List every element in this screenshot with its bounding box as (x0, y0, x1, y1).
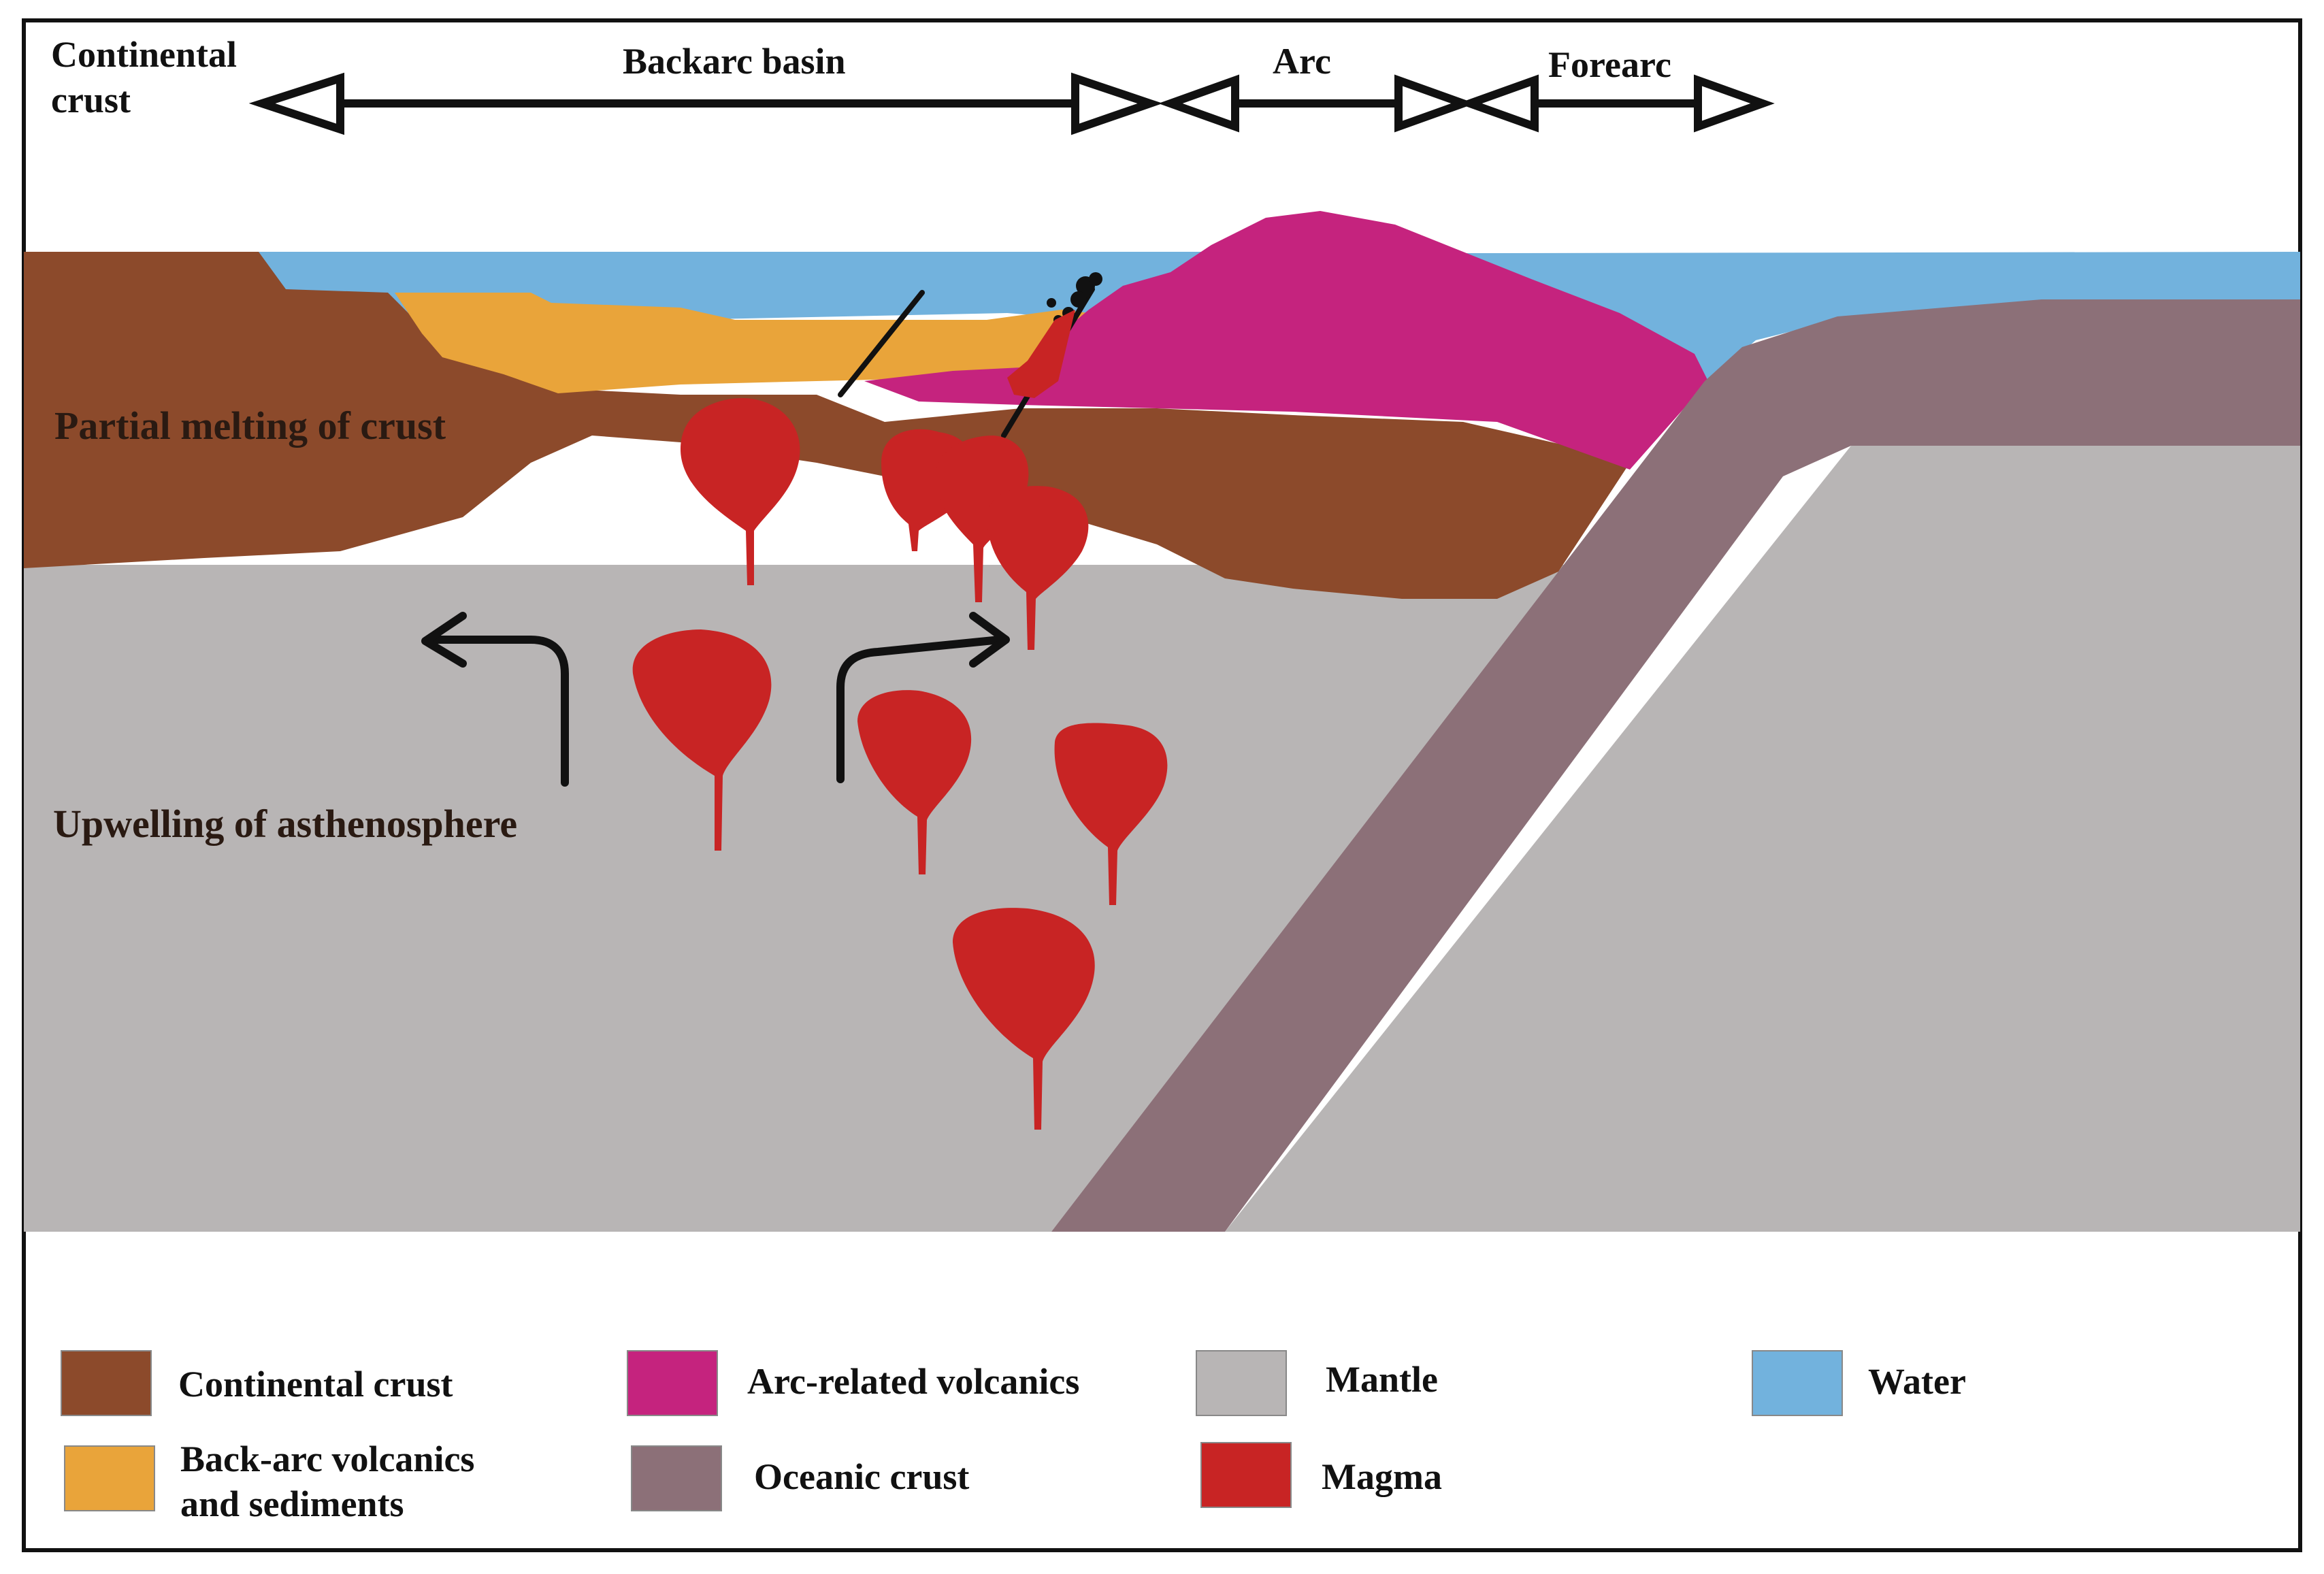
arc-arrow-left (1158, 74, 1239, 133)
label-arc: Arc (1273, 41, 1331, 82)
flow-arrow-right-head (969, 612, 1010, 668)
label-partial-melting: Partial melting of crust (54, 404, 446, 448)
oceanic-crust-slab (1051, 299, 2300, 1232)
span-arrows (248, 72, 1775, 135)
flow-arrows (421, 612, 1010, 787)
label-continental-crust-1: Continental (51, 34, 237, 75)
forearc-arrow-right (1694, 74, 1775, 133)
legend-swatch-magma (1200, 1442, 1292, 1508)
legend-swatch-mantle (1196, 1350, 1287, 1416)
legend-label-arc-volcanics: Arc-related volcanics (747, 1361, 1079, 1402)
legend-label-magma: Magma (1322, 1456, 1442, 1497)
magma-diapir (632, 629, 772, 851)
label-continental-crust-2: crust (51, 80, 131, 120)
magma-diapir (953, 908, 1095, 1130)
magma-diapirs (632, 398, 1168, 1130)
magma-diapir (857, 690, 972, 874)
forearc-arrow-left (1458, 74, 1539, 133)
legend-label-continental-crust: Continental crust (178, 1364, 453, 1405)
label-backarc-basin: Backarc basin (623, 41, 846, 82)
legend-swatch-arc-volcanics (627, 1350, 718, 1416)
label-forearc: Forearc (1548, 44, 1671, 85)
legend-label-backarc-2: and sediments (180, 1483, 404, 1524)
legend-label-oceanic-crust: Oceanic crust (754, 1456, 969, 1497)
legend-swatch-backarc (64, 1445, 155, 1511)
legend-swatch-oceanic-crust (631, 1445, 722, 1511)
flow-arrow-left-head (421, 612, 467, 668)
label-upwelling: Upwelling of asthenosphere (53, 802, 517, 846)
legend-label-backarc-1: Back-arc volcanics (180, 1439, 474, 1479)
backarc-arrow-left (248, 72, 344, 135)
magma-diapir (681, 398, 800, 585)
legend-swatch-water (1752, 1350, 1843, 1416)
continental-crust-layer (24, 252, 1630, 599)
magma-diapir (1054, 723, 1168, 905)
mantle-right (1225, 446, 2300, 1232)
arc-volcanics-layer (864, 211, 1708, 470)
flow-arrow-left (425, 636, 569, 787)
legend: Continental crust Back-arc volcanics and… (61, 1350, 1966, 1524)
backarc-arrow-right (1071, 72, 1163, 135)
legend-swatch-continental-crust (61, 1350, 152, 1416)
magma-diapir (987, 486, 1089, 650)
flow-arrow-right (836, 636, 1004, 783)
magma-diapir (936, 436, 1029, 602)
arc-arrow-right (1394, 74, 1475, 133)
legend-label-mantle: Mantle (1326, 1359, 1438, 1400)
conduit-magma (1007, 310, 1075, 398)
backarc-volcanics-layer (395, 293, 1089, 393)
legend-label-water: Water (1868, 1361, 1966, 1402)
